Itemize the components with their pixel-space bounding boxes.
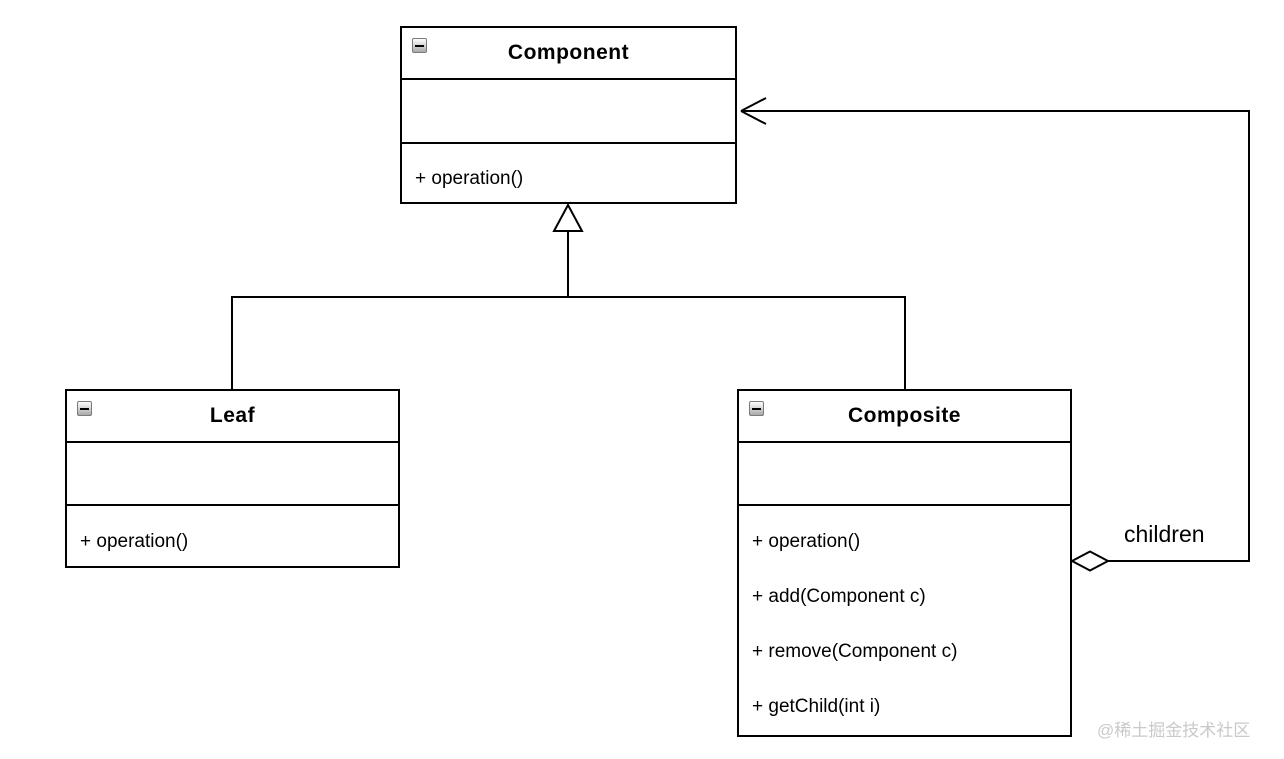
attributes-compartment: [67, 443, 398, 506]
class-box-component[interactable]: Component + operation(): [400, 26, 737, 204]
methods-compartment: + operation() + add(Component c) + remov…: [739, 506, 1070, 735]
class-title: Leaf: [209, 404, 256, 427]
method-label: + remove(Component c): [752, 640, 958, 662]
collapse-minus-icon[interactable]: [77, 401, 92, 416]
class-title: Composite: [847, 404, 961, 427]
class-box-leaf[interactable]: Leaf + operation(): [65, 389, 400, 568]
method-label: + operation(): [752, 530, 861, 552]
methods-compartment: + operation(): [402, 144, 735, 202]
generalization-edge: [231, 231, 906, 389]
generalization-triangle-icon: [552, 202, 584, 232]
open-arrowhead-icon: [740, 97, 767, 125]
attributes-compartment: [739, 443, 1070, 506]
method-label: + getChild(int i): [752, 695, 881, 717]
method-label: + operation(): [415, 168, 524, 189]
method-label: + operation(): [80, 531, 189, 552]
aggregation-diamond-icon: [1069, 550, 1111, 572]
collapse-minus-icon[interactable]: [749, 401, 764, 416]
watermark-text: @稀土掘金技术社区: [1097, 721, 1251, 740]
class-header-component: Component: [402, 28, 735, 80]
class-title: Component: [507, 41, 630, 64]
method-label: + add(Component c): [752, 585, 926, 607]
class-header-leaf: Leaf: [67, 391, 398, 443]
collapse-minus-icon[interactable]: [412, 38, 427, 53]
aggregation-edge: [741, 110, 1250, 562]
aggregation-label-children: children: [1124, 521, 1205, 547]
attributes-compartment: [402, 80, 735, 144]
class-header-composite: Composite: [739, 391, 1070, 443]
class-box-composite[interactable]: Composite + operation() + add(Component …: [737, 389, 1072, 737]
methods-compartment: + operation(): [67, 506, 398, 566]
